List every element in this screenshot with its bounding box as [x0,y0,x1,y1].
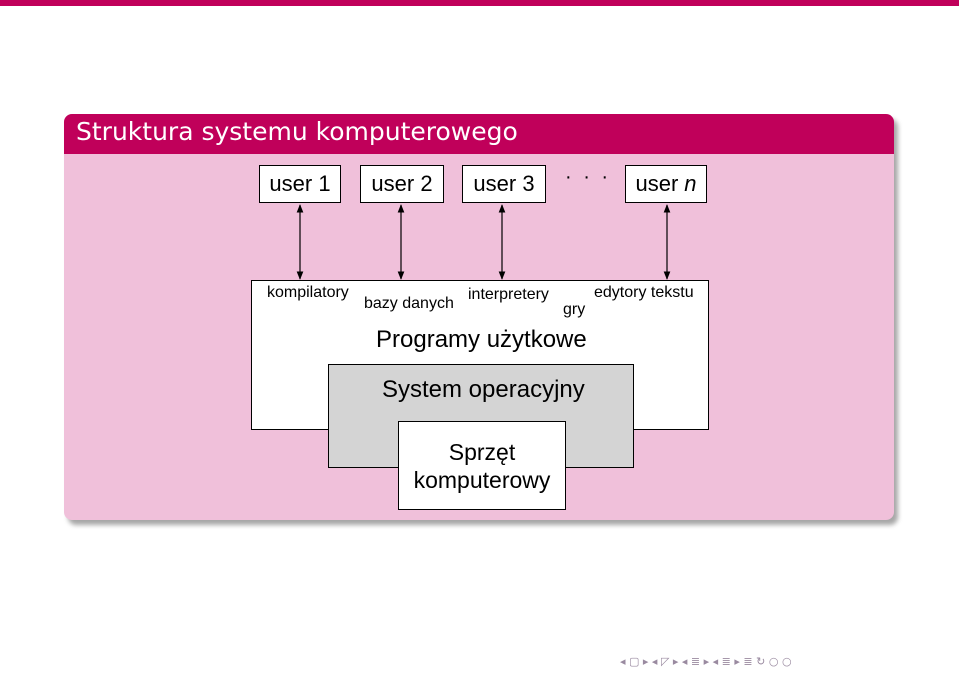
block-header: Struktura systemu komputerowego [64,114,894,154]
user-box-1: user 1 [259,165,341,203]
user-arrows [296,204,671,280]
app-label-interpreters: interpretery [468,286,549,303]
hardware-box: Sprzęt komputerowy [398,421,566,510]
app-label-text-editors: edytory tekstu [594,284,694,301]
user-box-label: user [269,171,313,196]
app-label-games: gry [563,301,586,318]
user-box-label: user [635,171,679,196]
operating-system-title: System operacyjny [382,376,585,403]
beamer-navigation-symbols[interactable]: ◂ ▢ ▸ ◂ ◸ ▸ ◂ ≣ ▸ ◂ ≣ ▸ ≣ ↻ ○ ○ [620,655,792,668]
user-box-number: 1 [318,171,331,196]
user-box-number: 3 [522,171,535,196]
user-box-number: 2 [420,171,433,196]
user-box-2: user 2 [360,165,444,203]
user-box-label: user [371,171,415,196]
user-box-number: n [684,171,697,196]
slide-title: Struktura systemu komputerowego [76,117,518,146]
user-box-label: user [473,171,517,196]
content-block: Struktura systemu komputerowego user 1 u… [64,114,894,520]
app-label-compilers: kompilatory [267,284,349,301]
hardware-line-2: komputerowy [413,466,551,493]
hardware-line-1: Sprzęt [448,438,516,465]
app-label-databases: bazy danych [364,295,454,312]
applications-title: Programy użytkowe [376,326,587,353]
user-box-3: user 3 [462,165,546,203]
top-accent-bar [0,0,959,6]
users-ellipsis: · · · [565,166,612,188]
